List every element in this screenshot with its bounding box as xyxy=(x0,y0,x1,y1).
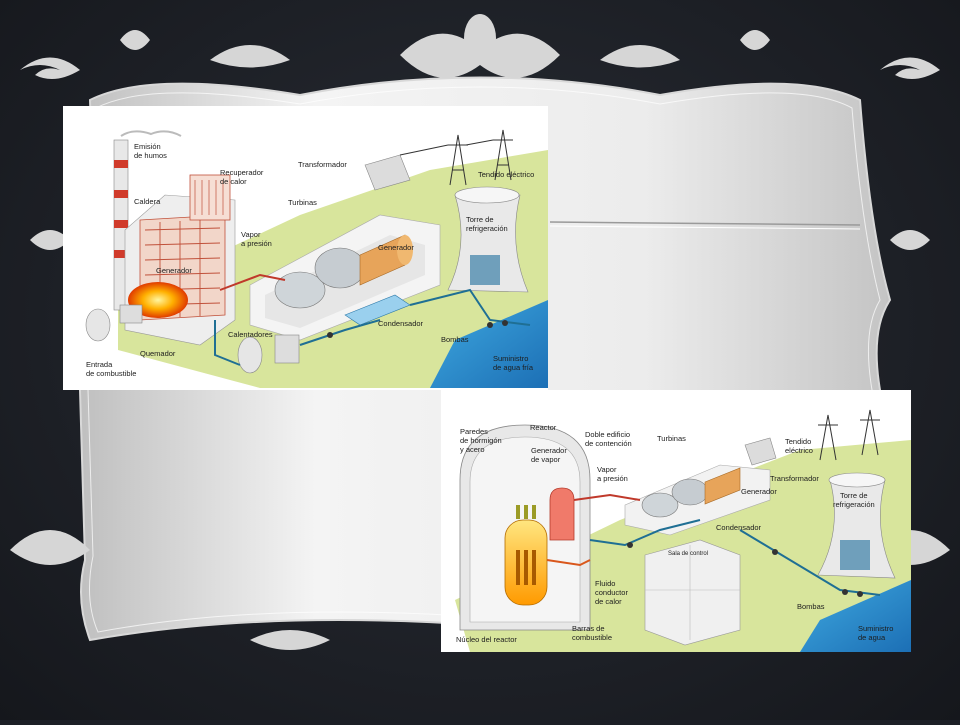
nuclear-turbine-hall xyxy=(624,464,771,536)
label-humos: de humos xyxy=(134,151,167,160)
label-sala: Sala de control xyxy=(668,551,708,557)
label-nucleo: Núcleo del reactor xyxy=(456,635,517,644)
label-combustible: combustible xyxy=(572,633,612,642)
label-vapor: Vapor xyxy=(241,230,261,239)
nuclear-pylons xyxy=(818,409,880,461)
label-bombas: Bombas xyxy=(441,335,469,344)
reactor-containment xyxy=(459,424,591,631)
label-acero: y acero xyxy=(460,445,485,454)
boiler xyxy=(124,174,236,346)
label-calentadores: Calentadores xyxy=(228,330,273,339)
label-transformador: Transformador xyxy=(770,474,819,483)
burner-box xyxy=(119,304,143,324)
steam-generator xyxy=(549,487,575,541)
label-de-calor: de calor xyxy=(595,597,622,606)
transformer xyxy=(364,154,411,191)
label-vapor: Vapor xyxy=(597,465,617,474)
thermal-plant-diagram: Emisión de humos Recuperador de calor Tr… xyxy=(63,106,548,390)
label-tendido: Tendido xyxy=(785,437,811,446)
label-quemador: Quemador xyxy=(140,349,176,358)
nuclear-water xyxy=(800,580,911,652)
turbine-1 xyxy=(274,271,326,309)
water-pipe xyxy=(409,288,531,326)
label-emision: Emisión xyxy=(134,142,161,151)
label-de-vapor: de vapor xyxy=(531,455,561,464)
thermal-cooling-tower xyxy=(447,186,529,293)
label-contencion: de contención xyxy=(585,439,632,448)
steam-pipe xyxy=(219,273,286,291)
label-reactor: Reactor xyxy=(530,423,557,432)
label-bombas: Bombas xyxy=(797,602,825,611)
label-generador: Generador xyxy=(741,487,777,496)
label-recuperador: Recuperador xyxy=(220,168,264,177)
label-electrico: eléctrico xyxy=(785,446,813,455)
label-a-presion: a presión xyxy=(597,474,628,483)
label-condensador: Condensador xyxy=(378,319,424,328)
label-suministro: Suministro xyxy=(858,624,893,633)
label-refrigeracion: refrigeración xyxy=(466,224,508,233)
label-turbinas: Turbinas xyxy=(657,434,686,443)
heater-2 xyxy=(274,334,300,364)
label-condensador: Condensador xyxy=(716,523,762,532)
label-caldera: Caldera xyxy=(134,197,161,206)
label-paredes: Paredes xyxy=(460,427,488,436)
label-a-presion: a presión xyxy=(241,239,272,248)
label-generador-caldera: Generador xyxy=(156,266,192,275)
turbine-2 xyxy=(314,247,366,289)
label-hormigon: de hormigón xyxy=(460,436,502,445)
control-room xyxy=(644,539,741,646)
label-barras: Barras de xyxy=(572,624,605,633)
nuclear-transformer xyxy=(744,437,777,466)
label-entrada: Entrada xyxy=(86,360,113,369)
label-de-combustible: de combustible xyxy=(86,369,136,378)
label-agua-fria: de agua fría xyxy=(493,363,534,372)
label-fluido: Fluido xyxy=(595,579,615,588)
label-generador-vapor: Generador xyxy=(531,446,567,455)
turbine-hall xyxy=(249,214,441,341)
chimney xyxy=(113,130,182,311)
label-conductor: conductor xyxy=(595,588,628,597)
label-doble: Doble edificio xyxy=(585,430,630,439)
heater-1 xyxy=(237,336,263,374)
label-generador: Generador xyxy=(378,243,414,252)
label-turbinas: Turbinas xyxy=(288,198,317,207)
nuclear-cooling-tower xyxy=(817,472,896,579)
label-suministro: Suministro xyxy=(493,354,528,363)
burner-flame xyxy=(128,282,188,318)
nuclear-plant-diagram: Paredes de hormigón y acero Reactor Dobl… xyxy=(441,390,911,652)
label-torre: Torre de xyxy=(840,491,868,500)
thermal-water xyxy=(430,300,548,388)
label-de-agua: de agua xyxy=(858,633,886,642)
fuel-tank xyxy=(85,308,111,342)
label-refrigeracion: refrigeración xyxy=(833,500,875,509)
pylons xyxy=(399,129,513,186)
label-tendido: Tendido eléctrico xyxy=(478,170,534,179)
label-torre: Torre de xyxy=(466,215,494,224)
label-transformador: Transformador xyxy=(298,160,347,169)
label-de-calor: de calor xyxy=(220,177,247,186)
